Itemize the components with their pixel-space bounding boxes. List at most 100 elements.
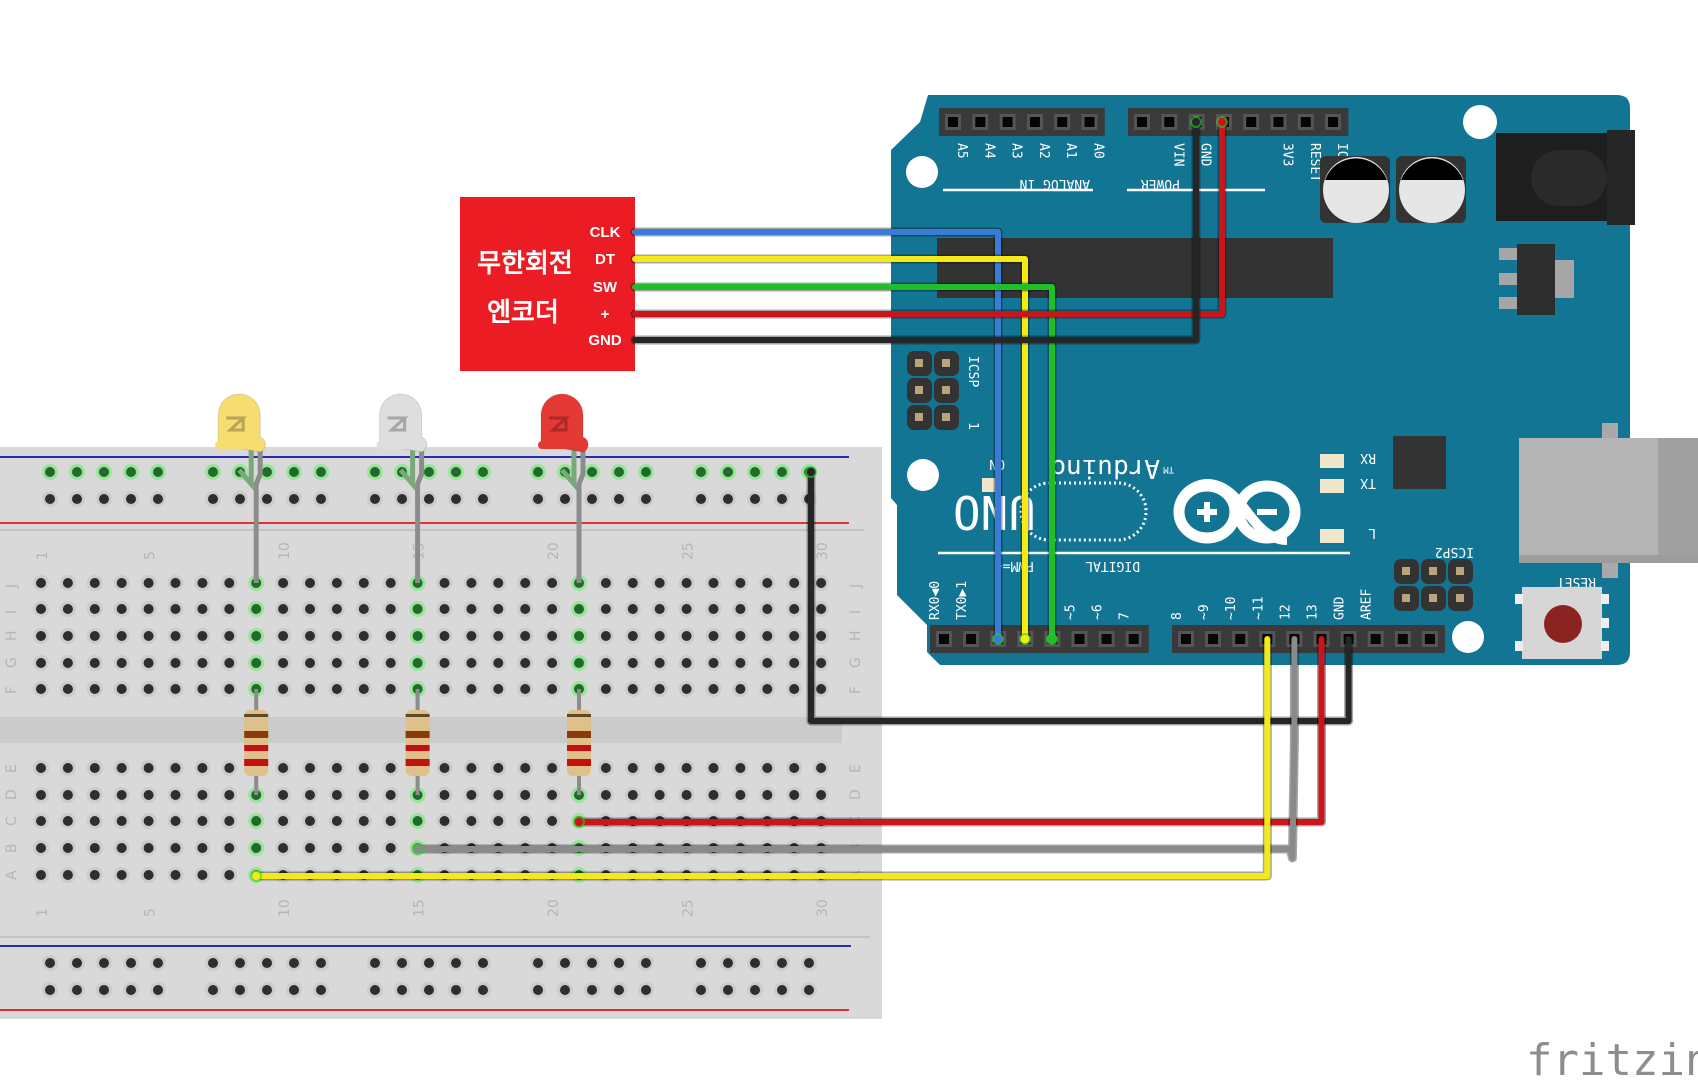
- breadboard-hole[interactable]: [170, 816, 181, 826]
- breadboard-hole[interactable]: [696, 467, 706, 477]
- breadboard-hole[interactable]: [197, 790, 208, 800]
- breadboard-hole[interactable]: [153, 985, 163, 995]
- breadboard-hole[interactable]: [385, 763, 396, 773]
- breadboard-hole[interactable]: [99, 958, 109, 968]
- wire-sw-d4[interactable]: [632, 284, 1055, 642]
- breadboard-hole[interactable]: [278, 578, 289, 588]
- breadboard-hole[interactable]: [62, 843, 73, 853]
- breadboard-hole[interactable]: [36, 816, 46, 826]
- breadboard-hole[interactable]: [224, 790, 235, 800]
- breadboard-hole[interactable]: [370, 958, 380, 968]
- breadboard-hole[interactable]: [305, 816, 315, 826]
- breadboard-hole[interactable]: [397, 985, 407, 995]
- breadboard-hole[interactable]: [289, 467, 299, 477]
- breadboard-hole[interactable]: [696, 494, 706, 504]
- breadboard-hole[interactable]: [547, 578, 558, 588]
- breadboard-hole[interactable]: [72, 958, 82, 968]
- breadboard-hole[interactable]: [305, 658, 315, 668]
- breadboard-hole[interactable]: [251, 658, 262, 668]
- breadboard-hole[interactable]: [451, 494, 461, 504]
- header-pin[interactable]: [1164, 117, 1175, 127]
- breadboard-hole[interactable]: [466, 816, 477, 826]
- breadboard-hole[interactable]: [99, 985, 109, 995]
- breadboard-hole[interactable]: [358, 604, 369, 614]
- breadboard-hole[interactable]: [520, 604, 531, 614]
- breadboard-hole[interactable]: [153, 467, 163, 477]
- breadboard-hole[interactable]: [466, 604, 477, 614]
- breadboard-hole[interactable]: [116, 578, 127, 588]
- breadboard-hole[interactable]: [520, 658, 531, 668]
- breadboard-hole[interactable]: [750, 985, 760, 995]
- breadboard-hole[interactable]: [560, 985, 570, 995]
- breadboard-hole[interactable]: [533, 958, 543, 968]
- breadboard-hole[interactable]: [762, 604, 773, 614]
- breadboard-hole[interactable]: [358, 763, 369, 773]
- breadboard-hole[interactable]: [627, 763, 638, 773]
- breadboard-hole[interactable]: [412, 816, 423, 826]
- breadboard-hole[interactable]: [397, 494, 407, 504]
- breadboard-hole[interactable]: [278, 631, 289, 641]
- breadboard-hole[interactable]: [262, 494, 272, 504]
- breadboard-hole[interactable]: [627, 684, 638, 694]
- red-led[interactable]: [538, 393, 589, 583]
- header-pin[interactable]: [975, 117, 986, 127]
- breadboard-hole[interactable]: [750, 494, 760, 504]
- breadboard-hole[interactable]: [789, 658, 800, 668]
- breadboard-hole[interactable]: [600, 763, 611, 773]
- breadboard-hole[interactable]: [143, 843, 154, 853]
- breadboard-hole[interactable]: [424, 958, 434, 968]
- breadboard-hole[interactable]: [305, 578, 315, 588]
- breadboard-hole[interactable]: [520, 790, 531, 800]
- breadboard-hole[interactable]: [627, 631, 638, 641]
- breadboard-hole[interactable]: [331, 631, 342, 641]
- breadboard-hole[interactable]: [493, 631, 504, 641]
- breadboard-hole[interactable]: [72, 467, 82, 477]
- breadboard-hole[interactable]: [789, 763, 800, 773]
- reset-button[interactable]: [1515, 587, 1609, 659]
- breadboard-hole[interactable]: [762, 658, 773, 668]
- breadboard-hole[interactable]: [574, 658, 584, 668]
- breadboard-hole[interactable]: [331, 790, 342, 800]
- breadboard-hole[interactable]: [143, 790, 154, 800]
- breadboard-hole[interactable]: [116, 604, 127, 614]
- breadboard-hole[interactable]: [62, 604, 73, 614]
- breadboard-hole[interactable]: [251, 604, 262, 614]
- breadboard-hole[interactable]: [520, 684, 531, 694]
- breadboard-hole[interactable]: [170, 870, 181, 880]
- breadboard-hole[interactable]: [816, 631, 827, 641]
- breadboard-hole[interactable]: [789, 604, 800, 614]
- breadboard-hole[interactable]: [89, 658, 100, 668]
- breadboard-hole[interactable]: [89, 604, 100, 614]
- breadboard-hole[interactable]: [627, 604, 638, 614]
- breadboard-hole[interactable]: [153, 494, 163, 504]
- breadboard-hole[interactable]: [385, 631, 396, 641]
- breadboard-hole[interactable]: [397, 958, 407, 968]
- breadboard-hole[interactable]: [708, 790, 719, 800]
- breadboard-hole[interactable]: [493, 658, 504, 668]
- breadboard-hole[interactable]: [316, 494, 326, 504]
- breadboard-hole[interactable]: [478, 467, 488, 477]
- breadboard-hole[interactable]: [289, 985, 299, 995]
- breadboard-hole[interactable]: [99, 494, 109, 504]
- breadboard-hole[interactable]: [466, 658, 477, 668]
- breadboard-hole[interactable]: [627, 578, 638, 588]
- breadboard-hole[interactable]: [708, 684, 719, 694]
- breadboard-hole[interactable]: [696, 985, 706, 995]
- breadboard-hole[interactable]: [170, 843, 181, 853]
- wire-dt-d3[interactable]: [632, 256, 1028, 642]
- breadboard-hole[interactable]: [89, 578, 100, 588]
- breadboard-hole[interactable]: [735, 684, 746, 694]
- breadboard-hole[interactable]: [735, 790, 746, 800]
- breadboard-hole[interactable]: [36, 684, 46, 694]
- breadboard-hole[interactable]: [62, 870, 73, 880]
- breadboard-hole[interactable]: [36, 790, 46, 800]
- breadboard-hole[interactable]: [412, 604, 423, 614]
- breadboard-hole[interactable]: [533, 985, 543, 995]
- breadboard-hole[interactable]: [358, 843, 369, 853]
- breadboard-hole[interactable]: [36, 870, 46, 880]
- breadboard-hole[interactable]: [750, 958, 760, 968]
- breadboard-hole[interactable]: [533, 494, 543, 504]
- breadboard-hole[interactable]: [439, 684, 450, 694]
- header-pin[interactable]: [1101, 634, 1112, 644]
- breadboard-hole[interactable]: [170, 684, 181, 694]
